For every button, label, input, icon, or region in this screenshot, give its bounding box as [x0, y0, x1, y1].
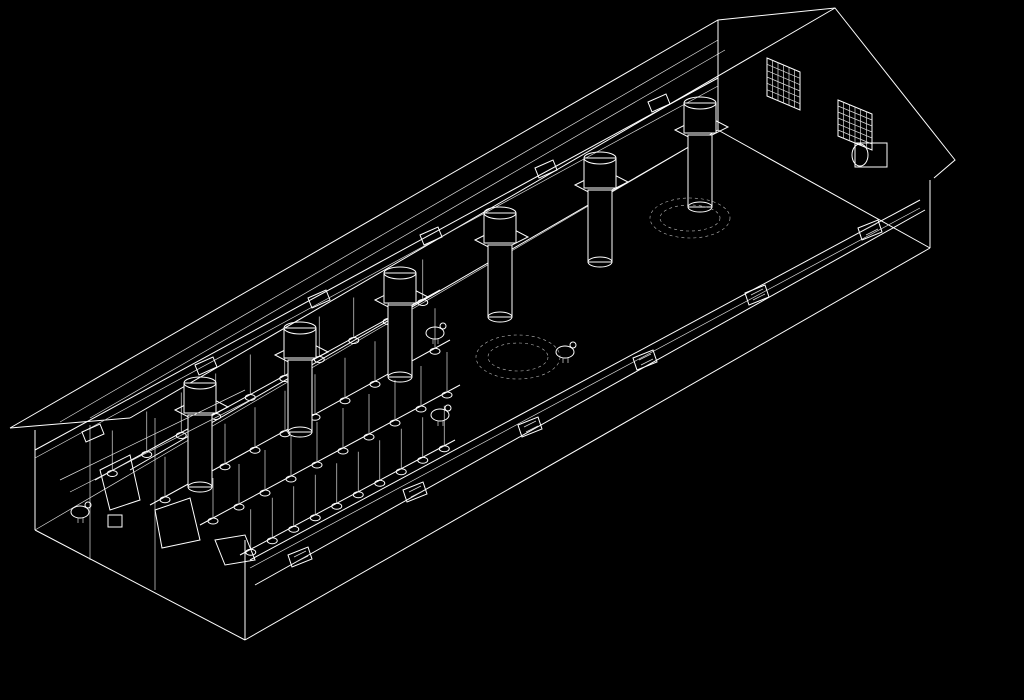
- wall-heater: [402, 481, 428, 503]
- chimney-group: [173, 96, 730, 493]
- ceiling-heater: [647, 93, 671, 113]
- wall-heater: [287, 546, 313, 568]
- chicken: [430, 404, 452, 426]
- drinker-cup: [249, 446, 261, 454]
- ceiling-heater: [534, 159, 558, 179]
- roof-unit-group: [81, 93, 671, 443]
- wall-heater: [857, 219, 883, 241]
- drinker-cup: [279, 430, 291, 438]
- ceiling-heater: [81, 423, 105, 443]
- drinker-cup: [141, 451, 153, 458]
- drinker-cup: [417, 456, 429, 464]
- chicken-group: [70, 322, 577, 523]
- chimney: [573, 151, 630, 268]
- drinker-cup: [438, 445, 450, 453]
- litter-patch: [659, 204, 721, 232]
- drinker-cup: [207, 517, 219, 525]
- chicken: [425, 322, 447, 344]
- litter-patch: [475, 334, 561, 380]
- ceiling-heater: [419, 226, 443, 246]
- drinker-cup: [219, 463, 231, 471]
- drinker-cup: [389, 419, 401, 427]
- drinker-cup: [106, 470, 118, 477]
- ceiling-pipes: [34, 77, 926, 586]
- wall-heater: [632, 349, 658, 371]
- fan-grille: [837, 99, 873, 151]
- drinker-cup: [348, 337, 360, 344]
- drinker-cup: [266, 537, 278, 545]
- drinker-cup: [331, 502, 343, 510]
- chimney: [373, 266, 430, 383]
- litter-patch: [649, 197, 731, 239]
- drinker-cup: [337, 447, 349, 455]
- ceiling-heater: [194, 356, 218, 376]
- drinker-cup: [233, 503, 245, 511]
- chimney: [473, 206, 530, 323]
- drinker-cup: [288, 525, 300, 533]
- building-outline: [34, 20, 931, 641]
- drinker-cup: [285, 475, 297, 483]
- drinker-cup: [259, 489, 271, 497]
- drinker-cup: [309, 514, 321, 522]
- wall-heater-group: [287, 219, 883, 568]
- fan-icon: [851, 142, 888, 168]
- chimney: [273, 321, 330, 438]
- drinker-cup: [311, 461, 323, 469]
- drinker-cup: [159, 496, 171, 504]
- drinker-cup: [352, 491, 364, 499]
- wall-heater: [744, 284, 770, 306]
- drinker-cup: [374, 479, 386, 487]
- feeder-line: [94, 289, 441, 481]
- roof: [9, 7, 956, 429]
- litter-patch: [487, 342, 549, 372]
- end-wall-fans: [766, 57, 888, 168]
- drinker-cup: [429, 347, 441, 355]
- chimney: [673, 96, 730, 213]
- feeder-line: [239, 439, 456, 556]
- drinker-cup: [175, 432, 187, 439]
- drinker-cup: [395, 468, 407, 476]
- chicken: [70, 501, 92, 523]
- chicken: [555, 341, 577, 363]
- drinker-cup: [441, 391, 453, 399]
- ceiling-heater: [307, 289, 331, 309]
- chimney: [173, 376, 230, 493]
- fan-grille: [766, 57, 801, 111]
- drinker-cup: [415, 405, 427, 413]
- left-end-equipment: [59, 389, 261, 566]
- feeder-lines: [94, 259, 461, 556]
- drinker-cup: [369, 380, 381, 388]
- feeder-line: [199, 384, 461, 526]
- drinker-cup: [339, 397, 351, 405]
- drinker-cup: [363, 433, 375, 441]
- wall-heater: [517, 416, 543, 438]
